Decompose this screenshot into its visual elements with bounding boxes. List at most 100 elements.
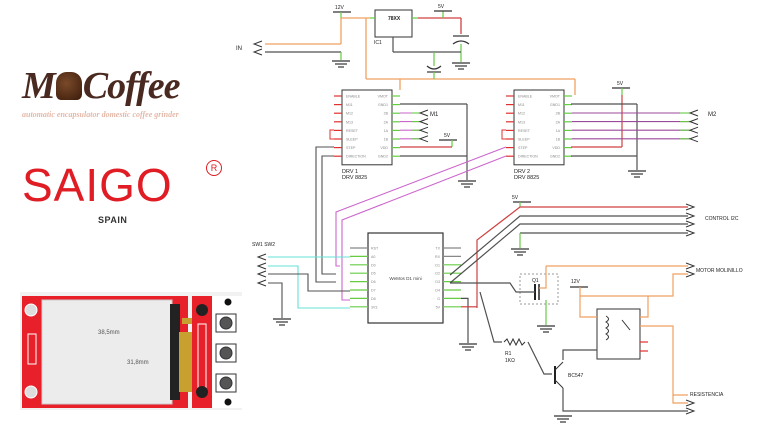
ground-icon [458,343,478,351]
rail-5v-label: 5V [438,4,445,10]
connector-icon [257,253,267,261]
connector-icon [419,109,429,117]
coffee-capsule-icon [55,72,82,100]
mcu-pin-label-left: 3V3 [371,305,377,309]
regulator-name: 78XX [388,16,401,22]
regulator-ref: IC1 [374,40,382,46]
mcu-pin-label-left: A0 [371,255,375,259]
lcd-width-label: 38,5mm [98,330,120,336]
pin-label-right: GND1 [378,103,388,107]
mcu-name: WeMos D1 mini [389,276,421,281]
ground-icon [272,318,292,326]
pin-label-left: DIRECTION [518,155,538,159]
connector-icon [253,48,263,56]
heater-section: R1 1KΩ BC547 RESISTENCIA [479,291,724,423]
pin-label-left: M13 [346,120,353,124]
pin-label-left: SLEEP [346,138,358,142]
mount-hole-icon [24,303,38,317]
ground-icon [510,248,530,256]
pcb-left-edge [22,296,40,408]
mcu-pin-label-right: D1 [435,263,440,267]
pin-label-left: ENABLE [518,95,533,99]
driver-ref: DRV 1 [342,169,358,175]
pin-label-right: 1A [556,129,561,133]
ground-icon [457,180,477,188]
mcu-pin-label-right: D4 [435,289,440,293]
regulator-78xx [374,9,413,38]
reset-sleep-link [329,129,334,140]
mosfet-ref: Q1 [532,278,539,284]
driver-1-5v-label: 5V [444,133,451,139]
mcu-body [367,232,444,324]
mcu-pin-label-right: 5V [436,305,441,309]
pin-label-left: M11 [518,103,525,107]
ground-icon [536,325,556,333]
connector-icon [257,279,267,287]
ground-icon [627,170,647,178]
saigo-name: SAIGO [22,159,173,211]
connector-icon [257,270,267,278]
mcoffee-title-coffee: Coffee [82,65,181,107]
pin-label-left: RESET [346,129,359,133]
mcu-pin-label-right: G [437,297,440,301]
mcu-pin-label-left: RST [371,247,379,251]
lcd-connector-tab [182,318,194,324]
saigo-logo: SAIGO R SPAIN [22,160,222,230]
i2c-label: CONTROL I2C [705,216,739,222]
connector-icon [419,118,429,126]
pin-label-right: GND2 [550,155,560,159]
pin-label-left: M12 [518,112,525,116]
ground-icon [331,60,351,68]
lcd-screen [41,299,173,405]
pin-label-right: GND2 [378,155,388,159]
mcu-pin-label-left: D5 [371,272,376,276]
mcu-pin-label-right: D3 [435,280,440,284]
connector-icon [253,40,263,48]
relay-icon [596,308,641,360]
connector-icon [689,109,699,117]
signal-wires: SW1 SW2 [252,146,507,326]
mcu-pin-label-right: TX [435,247,440,251]
pin-label-right: 2B [556,112,561,116]
pin-label-right: VMOT [378,95,389,99]
motor-label: MOTOR MOLINILLO [696,268,743,274]
mount-hole-icon [24,385,38,399]
mcu-pin-label-left: D8 [371,297,376,301]
ground-icon [451,62,471,70]
pin-label-right: VMOT [550,95,561,99]
pin-label-right: 1B [556,138,561,142]
mcu-pin-label-left: D0 [371,263,376,267]
button-hole-icon [224,398,232,406]
connector-icon [689,135,699,143]
switches-label: SW1 SW2 [252,242,275,248]
pin-label-left: SLEEP [518,138,530,142]
pin-label-right: 1A [384,129,389,133]
motor-section: Q1 12V MOTOR MOLINILLO [450,262,743,333]
mcu-pin-label-left: D6 [371,280,376,284]
pin-label-right: 2A [556,120,561,124]
i2c-section: 5V CONTROL I2C [449,195,739,308]
lcd-module-image: 38,5mm 31,8mm [20,292,242,410]
pin-label-left: STEP [346,146,356,150]
pin-label-left: DIRECTION [346,155,366,159]
chip-body [513,89,565,166]
driver-part: DRV 8825 [514,175,539,181]
capacitor-icon [426,65,442,70]
tactile-buttons [215,313,237,393]
pin-label-right: 2A [384,120,389,124]
mcu-pin-label-right: D2 [435,272,440,276]
transistor-label: BC547 [568,373,584,379]
mcu-pin-label-right: RX [435,255,441,259]
motor-2-label: M2 [708,112,717,118]
resistor-value: 1KΩ [505,358,515,364]
mount-hole-icon [196,304,208,316]
pcb-right-edge [192,296,212,408]
heater-label: RESISTENCIA [690,392,724,398]
ground-icon [553,415,573,423]
driver-part: DRV 8825 [342,175,367,181]
